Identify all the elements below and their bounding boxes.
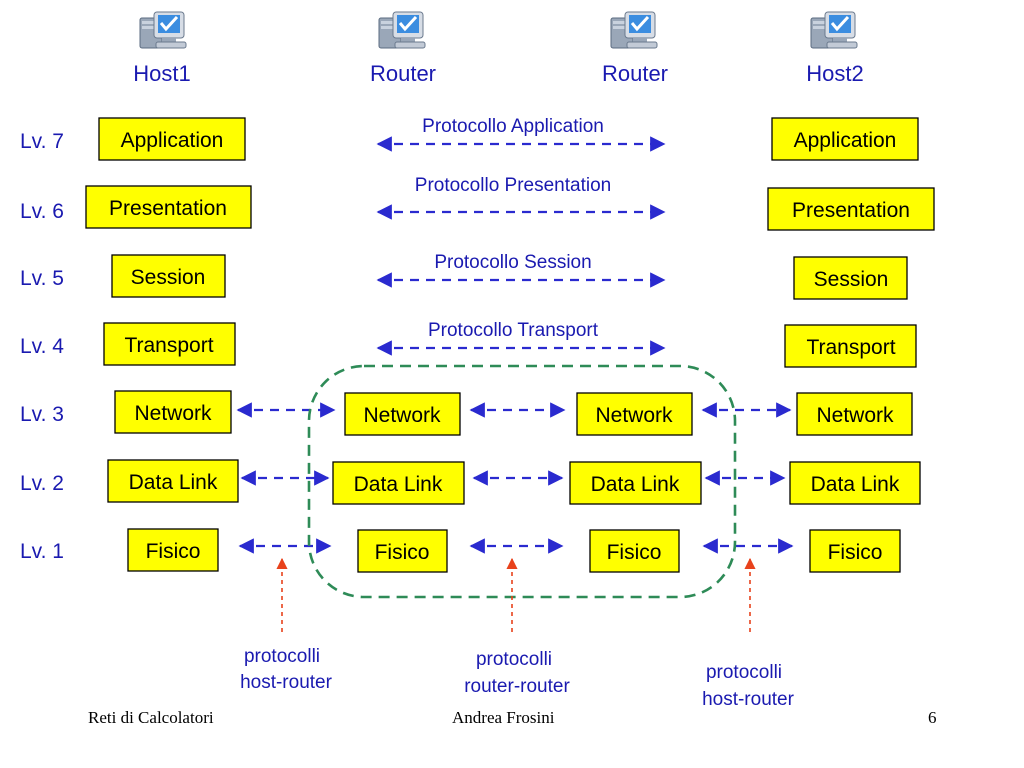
svg-text:Fisico: Fisico — [607, 541, 662, 564]
note-router-router: protocolli router-router — [464, 649, 570, 697]
host1-layer-fisico: Fisico — [127, 528, 219, 572]
router1-layer-datalink: Data Link — [332, 461, 465, 505]
svg-text:Presentation: Presentation — [109, 197, 227, 220]
level-label-5: Lv. 5 — [20, 267, 64, 290]
svg-text:Application: Application — [121, 129, 224, 152]
router-group-outline — [307, 364, 737, 599]
svg-text:protocolli: protocolli — [706, 662, 782, 683]
level-label-1: Lv. 1 — [20, 540, 64, 563]
protocol-label-application: Protocollo Application — [422, 116, 604, 137]
svg-text:protocolli: protocolli — [244, 646, 320, 667]
host2-layer-session: Session — [793, 256, 908, 300]
svg-text:Network: Network — [363, 404, 441, 427]
svg-text:Data Link: Data Link — [129, 471, 218, 494]
svg-text:Data Link: Data Link — [591, 473, 680, 496]
footer-page-number: 6 — [928, 708, 937, 727]
column-title-router1: Router — [370, 61, 436, 86]
protocol-label-transport: Protocollo Transport — [428, 320, 599, 341]
svg-text:protocolli: protocolli — [476, 649, 552, 670]
level-label-4: Lv. 4 — [20, 335, 64, 358]
level-label-2: Lv. 2 — [20, 472, 64, 495]
svg-text:Data Link: Data Link — [811, 473, 900, 496]
svg-text:Transport: Transport — [124, 334, 213, 357]
protocol-label-presentation: Protocollo Presentation — [415, 175, 611, 196]
svg-text:Application: Application — [794, 129, 897, 152]
svg-text:Transport: Transport — [806, 336, 895, 359]
computer-icon — [809, 10, 859, 50]
svg-text:Session: Session — [814, 268, 889, 291]
router1-layer-fisico: Fisico — [357, 529, 448, 573]
host2-layer-datalink: Data Link — [789, 461, 921, 505]
host1-layer-session: Session — [111, 254, 226, 298]
host1-layer-datalink: Data Link — [107, 459, 239, 503]
footer-course-title: Reti di Calcolatori — [88, 708, 214, 727]
host1-layer-network: Network — [114, 390, 232, 434]
footer-author: Andrea Frosini — [452, 708, 555, 727]
computer-icon — [609, 10, 659, 50]
protocol-label-session: Protocollo Session — [434, 252, 591, 273]
svg-text:Fisico: Fisico — [146, 540, 201, 563]
host2-layer-fisico: Fisico — [809, 529, 901, 573]
svg-text:host-router: host-router — [240, 672, 333, 693]
svg-text:Presentation: Presentation — [792, 199, 910, 222]
router2-layer-datalink: Data Link — [569, 461, 702, 505]
host2-layer-transport: Transport — [784, 324, 917, 368]
svg-text:Network: Network — [134, 402, 212, 425]
protocol-arrows — [236, 136, 794, 554]
svg-text:Network: Network — [595, 404, 673, 427]
host2-layer-network: Network — [796, 392, 913, 436]
host2-layer-application: Application — [771, 117, 919, 161]
column-title-host1: Host1 — [133, 61, 190, 86]
router1-layer-network: Network — [344, 392, 461, 436]
svg-text:Network: Network — [816, 404, 894, 427]
router2-layer-network: Network — [576, 392, 693, 436]
column-title-router2: Router — [602, 61, 668, 86]
level-label-3: Lv. 3 — [20, 403, 64, 426]
host1-layer-application: Application — [98, 117, 246, 161]
svg-text:Session: Session — [131, 266, 206, 289]
svg-text:Fisico: Fisico — [828, 541, 883, 564]
level-label-7: Lv. 7 — [20, 130, 64, 153]
router2-layer-fisico: Fisico — [589, 529, 680, 573]
computer-icon — [377, 10, 427, 50]
computer-icon — [138, 10, 188, 50]
host1-layer-presentation: Presentation — [85, 185, 252, 229]
svg-text:host-router: host-router — [702, 689, 795, 710]
svg-text:Fisico: Fisico — [375, 541, 430, 564]
level-label-6: Lv. 6 — [20, 200, 64, 223]
host1-layer-transport: Transport — [103, 322, 236, 366]
svg-text:router-router: router-router — [464, 676, 570, 697]
note-host-router-right: protocolli host-router — [702, 662, 795, 710]
svg-text:Data Link: Data Link — [354, 473, 443, 496]
column-title-host2: Host2 — [806, 61, 863, 86]
note-host-router-left: protocolli host-router — [240, 646, 333, 693]
host2-layer-presentation: Presentation — [767, 187, 935, 231]
